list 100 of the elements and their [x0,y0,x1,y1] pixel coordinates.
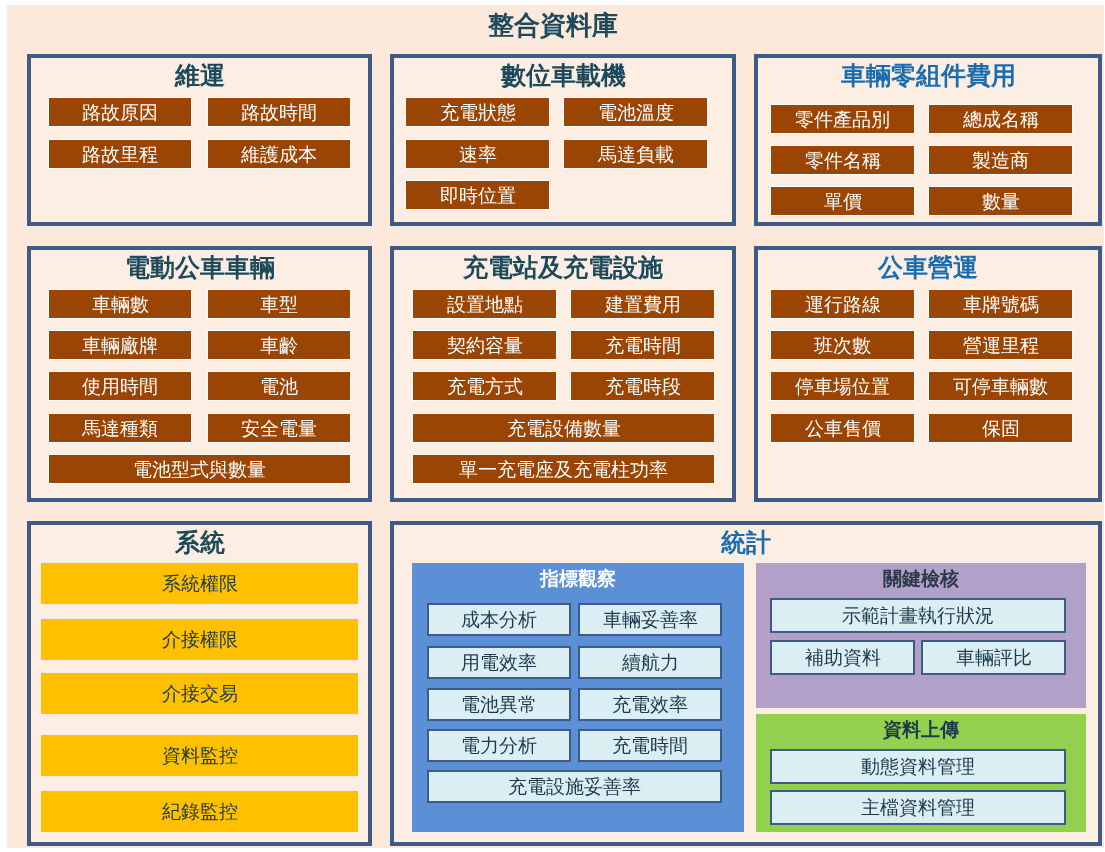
metric-box [427,646,571,679]
field-label: 充電時段 [604,375,681,397]
group-panel [27,54,372,226]
field-box [207,413,351,443]
field-box [770,413,915,443]
field-label: 即時位置 [439,184,516,206]
field-label: 充電設施妥善率 [508,776,641,797]
metric-box [770,598,1066,633]
field-label: 續航力 [621,652,679,673]
field-label: 充電方式 [446,375,523,397]
metric-box [770,640,915,675]
field-box [412,289,557,319]
field-box [48,330,192,360]
field-label: 路故時間 [241,101,317,123]
group-panel [754,54,1102,226]
field-box [928,145,1073,175]
field-box [770,289,915,319]
field-box [928,413,1073,443]
field-label: 保固 [981,417,1020,439]
field-label: 用電效率 [461,652,537,673]
panel-heading: 公車營運 [878,254,978,282]
field-label: 停車場位置 [795,375,890,397]
field-box [207,330,351,360]
field-box [770,330,915,360]
function-box [41,735,358,776]
field-label: 電池異常 [461,694,537,715]
field-label: 示範計畫執行狀況 [842,605,994,626]
field-label: 車型 [260,293,298,315]
group-panel [27,246,372,502]
field-label: 電池 [260,375,298,397]
field-label: 設置地點 [446,293,523,315]
field-box [412,454,715,484]
metric-box [921,640,1066,675]
field-label: 速率 [458,143,497,165]
group-panel [756,714,1086,832]
field-label: 充電效率 [612,694,688,715]
field-box [570,371,715,401]
field-label: 營運里程 [962,334,1039,356]
field-label: 資料監控 [161,745,238,766]
field-label: 零件產品別 [795,108,890,130]
function-box [41,791,358,832]
field-label: 充電時間 [604,334,681,356]
panel-heading: 統計 [721,529,771,557]
field-label: 紀錄監控 [161,801,238,822]
field-box [770,186,915,216]
field-label: 製造商 [972,149,1029,171]
metric-box [578,688,722,721]
field-label: 充電時間 [612,735,688,756]
function-box [41,673,358,714]
field-label: 使用時間 [82,375,158,397]
metric-box [770,749,1066,784]
field-box [928,104,1073,134]
field-label: 車齡 [260,334,298,356]
field-box [570,330,715,360]
field-label: 成本分析 [461,609,537,630]
field-label: 可停車輛數 [953,375,1048,397]
field-label: 主檔資料管理 [861,797,975,818]
field-label: 安全電量 [241,417,317,439]
field-label: 總成名稱 [962,108,1039,130]
metric-box [578,729,722,762]
field-label: 契約容量 [446,334,523,356]
field-box [207,289,351,319]
metric-box [427,770,722,803]
field-box [412,413,715,443]
field-label: 車輛評比 [955,647,1032,668]
field-box [563,97,708,127]
metric-box [427,603,571,636]
panel-heading: 資料上傳 [883,719,959,740]
field-label: 數量 [981,190,1020,212]
metric-box [578,646,722,679]
field-box [570,289,715,319]
field-label: 介接權限 [161,629,238,650]
group-panel [390,246,736,502]
field-box [48,289,192,319]
field-box [405,139,550,169]
field-label: 路故里程 [82,143,158,165]
group-panel [390,54,736,226]
field-label: 運行路線 [804,293,881,315]
group-panel [412,563,744,832]
field-label: 車輛廠牌 [82,334,158,356]
field-label: 介接交易 [161,683,238,704]
field-label: 馬達負載 [597,143,674,165]
panel-heading: 維運 [174,62,225,90]
field-label: 班次數 [814,334,871,356]
panel-heading: 指標觀察 [540,568,616,589]
field-label: 單價 [823,190,862,212]
group-panel [756,563,1086,708]
field-label: 車輛妥善率 [602,609,698,630]
field-box [770,371,915,401]
field-label: 電池型式與數量 [133,458,266,480]
group-panel [390,521,1102,846]
field-box [405,97,550,127]
panel-heading: 電動公車車輛 [124,254,275,282]
field-label: 電力分析 [461,735,537,756]
field-box [48,139,192,169]
field-box [928,371,1073,401]
field-box [770,104,915,134]
panel-heading: 車輛零組件費用 [840,62,1016,90]
field-label: 充電狀態 [439,101,516,123]
field-box [48,413,192,443]
